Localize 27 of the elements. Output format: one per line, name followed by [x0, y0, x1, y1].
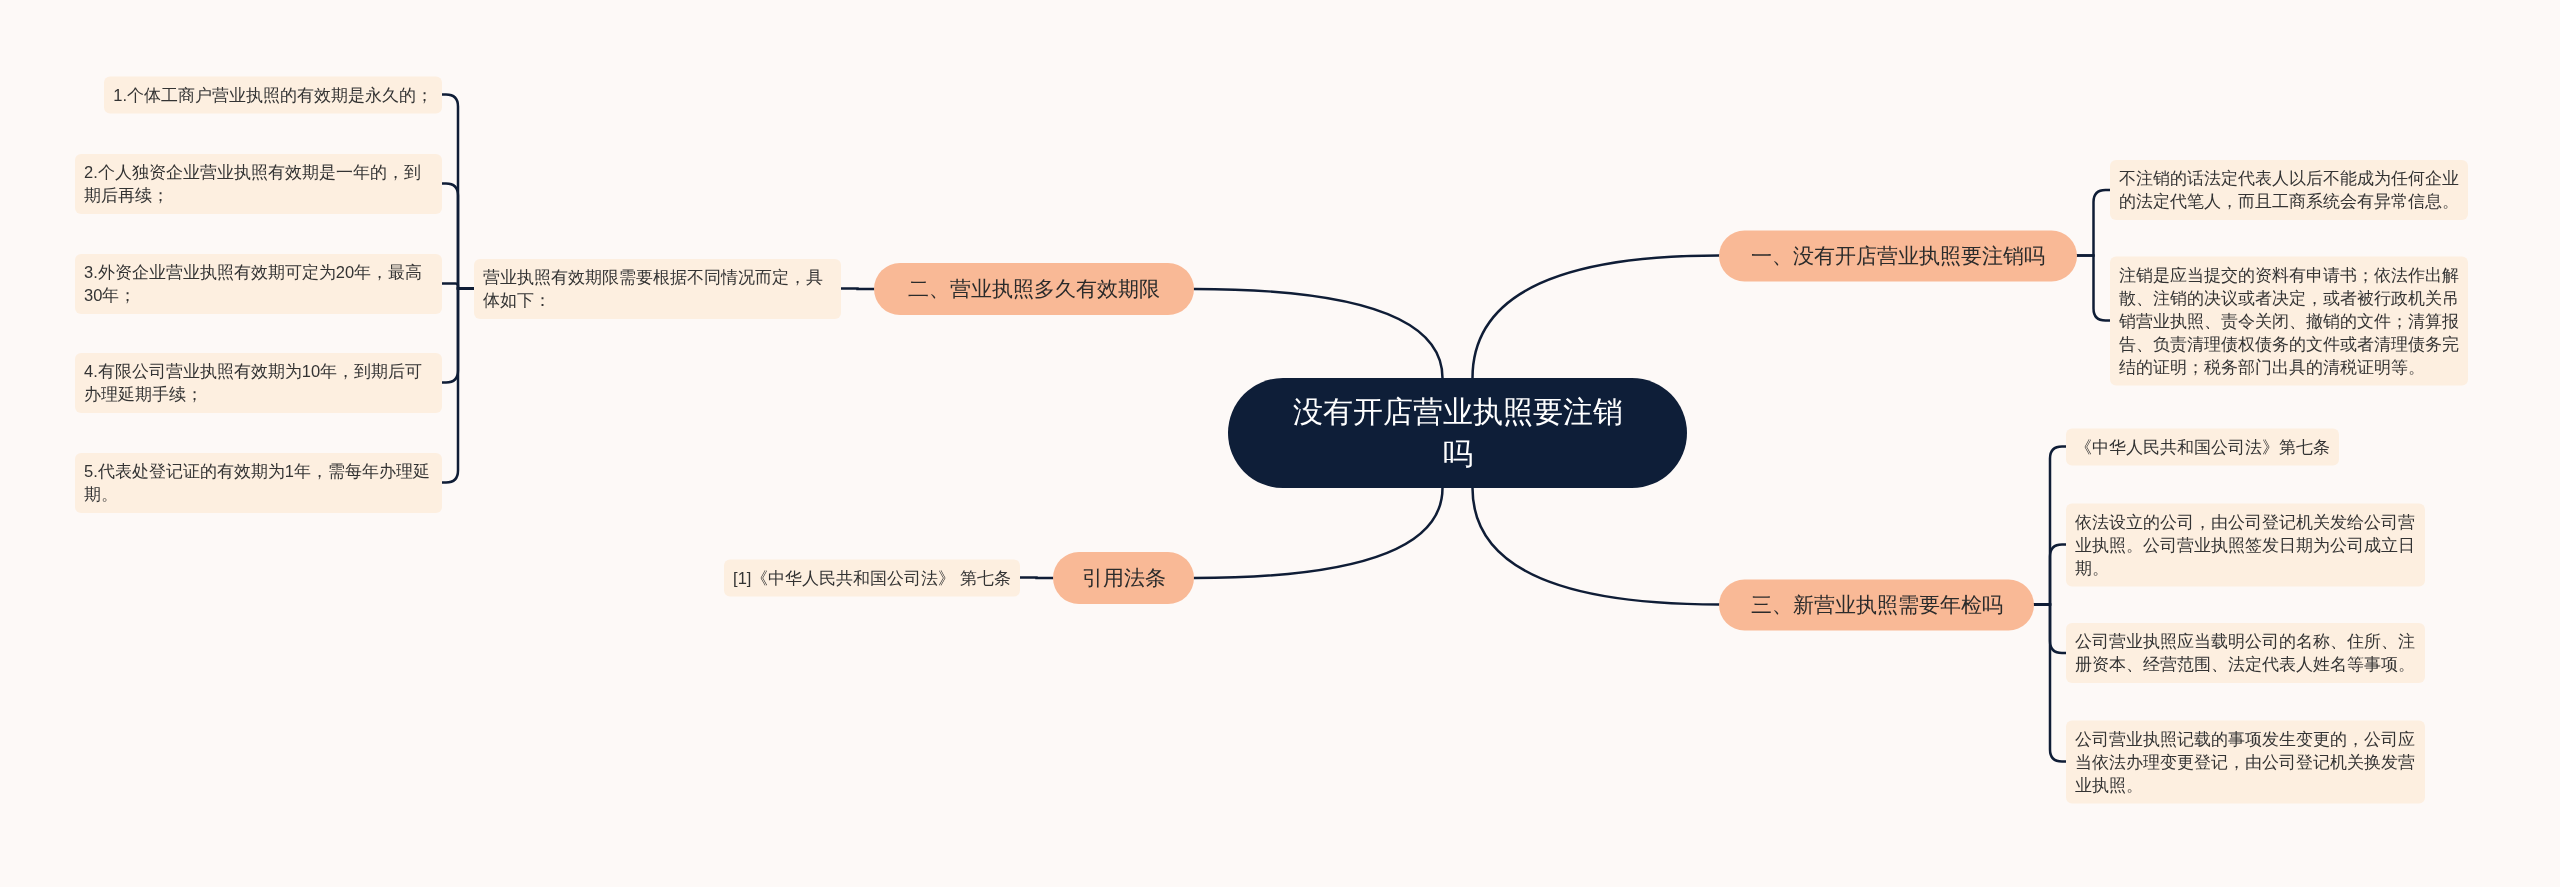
subtopic-card: 注销是应当提交的资料有申请书；依法作出解散、注销的决议或者决定，或者被行政机关吊销营业执照、责令关闭、撤销的文件；清算报告、负责清理债权债务的文件或者清理债务完结的证明；税务部门出具的清税证明等。 [2110, 256, 2468, 385]
connector-line [1471, 254, 1721, 380]
main-topic: 二、营业执照多久有效期限 [874, 263, 1194, 315]
subtopic-card: 公司营业执照记载的事项发生变更的，公司应当依法办理变更登记，由公司登记机关换发营业执照。 [2066, 720, 2425, 803]
subtopic-card: 4.有限公司营业执照有效期为10年，到期后可办理延期手续； [75, 352, 442, 413]
connector-line [1471, 486, 1721, 606]
subtopic-card: 1.个体工商户营业执照的有效期是永久的； [104, 76, 442, 113]
subtopic-card: 不注销的话法定代表人以后不能成为任何企业的法定代笔人，而且工商系统会有异常信息。 [2110, 160, 2468, 220]
subtopic-card: 3.外资企业营业执照有效期可定为20年，最高30年； [75, 253, 442, 314]
main-topic: 三、新营业执照需要年检吗 [1719, 579, 2034, 630]
main-topic: 一、没有开店营业执照要注销吗 [1719, 230, 2077, 281]
connector-line [1018, 576, 1055, 580]
connector-line [1192, 486, 1444, 580]
subtopic-card: 《中华人民共和国公司法》第七条 [2066, 428, 2339, 465]
subtopic-card: 营业执照有效期限需要根据不同情况而定，具体如下： [474, 258, 841, 319]
subtopic-card: 依法设立的公司，由公司登记机关发给公司营业执照。公司营业执照签发日期为公司成立日期。 [2066, 503, 2425, 586]
connector-line [2075, 254, 2112, 322]
subtopic-card: [1]《中华人民共和国公司法》 第七条 [724, 559, 1020, 596]
connector-line [440, 287, 476, 484]
subtopic-card: 2.个人独资企业营业执照有效期是一年的，到期后再续； [75, 153, 442, 214]
central-topic: 没有开店营业执照要注销吗 [1228, 378, 1687, 488]
connector-line [839, 287, 876, 291]
main-topic: 引用法条 [1053, 552, 1194, 604]
connector-line [2032, 603, 2068, 763]
subtopic-card: 5.代表处登记证的有效期为1年，需每年办理延期。 [75, 452, 442, 513]
subtopic-card: 公司营业执照应当载明公司的名称、住所、注册资本、经营范围、法定代表人姓名等事项。 [2066, 623, 2425, 683]
connector-line [1192, 287, 1444, 380]
